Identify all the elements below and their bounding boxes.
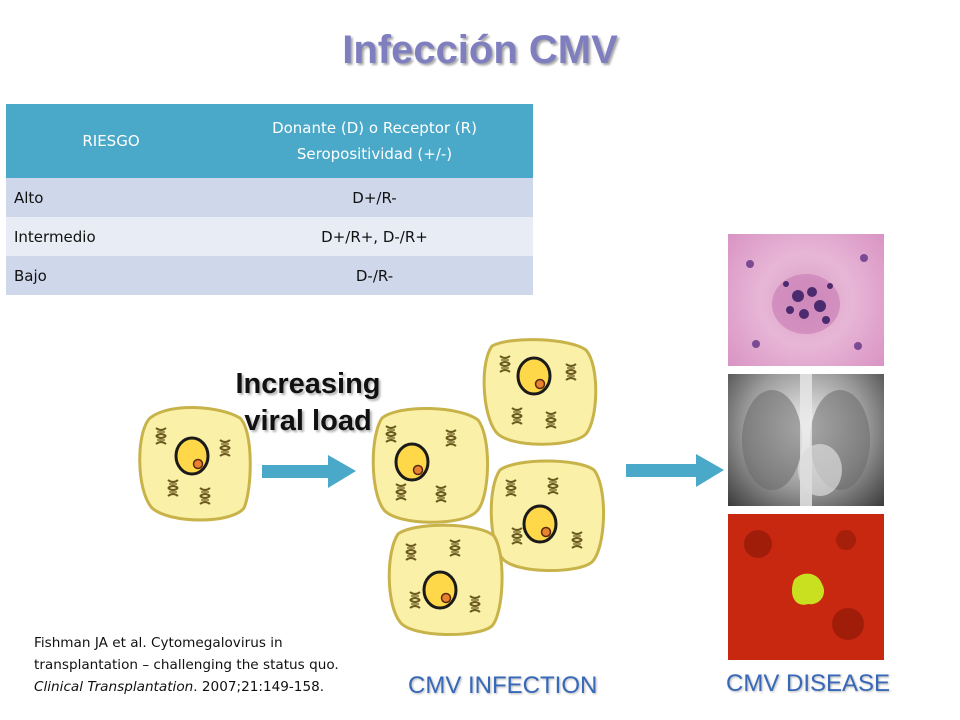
risk-level-cell: Alto (6, 178, 216, 217)
citation: Fishman JA et al. Cytomegalovirus in tra… (34, 632, 374, 698)
risk-table: RIESGO Donante (D) o Receptor (R) Seropo… (6, 104, 533, 295)
infected-cell-early (138, 406, 252, 522)
risk-level-cell: Bajo (6, 256, 216, 295)
immunofluorescence-image (728, 514, 884, 660)
histology-image (728, 234, 884, 366)
infected-cell-cluster (371, 338, 606, 637)
risk-level-cell: Intermedio (6, 217, 216, 256)
progression-arrow (262, 455, 356, 488)
viral-load-line-2: viral load (244, 405, 372, 437)
serology-cell: D+/R- (216, 178, 533, 217)
citation-line-2: transplantation – challenging the status… (34, 657, 339, 673)
viral-load-line-1: Increasing (235, 368, 381, 400)
table-row: Intermedio D+/R+, D-/R+ (6, 217, 533, 256)
column-header-riesgo: RIESGO (6, 104, 216, 178)
serology-cell: D-/R- (216, 256, 533, 295)
disease-arrow (626, 454, 724, 487)
column-header-serology: Donante (D) o Receptor (R) Seropositivid… (216, 104, 533, 178)
chest-xray-image (728, 374, 884, 506)
citation-line-1: Fishman JA et al. Cytomegalovirus in (34, 635, 283, 651)
table-header-row: RIESGO Donante (D) o Receptor (R) Seropo… (6, 104, 533, 178)
table-row: Alto D+/R- (6, 178, 533, 217)
citation-line-3: Clinical Transplantation. 2007;21:149-15… (34, 676, 374, 698)
cmv-infection-caption: CMV INFECTION (408, 672, 598, 699)
serology-cell: D+/R+, D-/R+ (216, 217, 533, 256)
viral-load-label: Increasing viral load (218, 366, 398, 440)
citation-details: . 2007;21:149-158. (193, 679, 325, 695)
citation-journal: Clinical Transplantation (34, 679, 194, 695)
page-title: Infección CMV (342, 28, 618, 72)
table-row: Bajo D-/R- (6, 256, 533, 295)
cmv-disease-caption: CMV DISEASE (726, 670, 891, 697)
